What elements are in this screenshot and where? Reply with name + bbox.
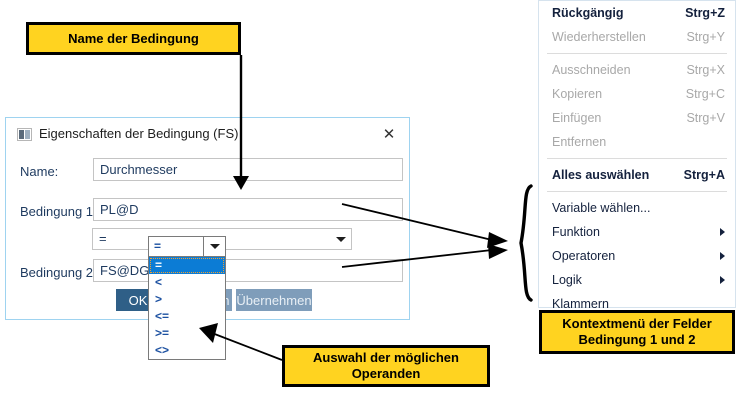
menu-item-label: Ausschneiden [552, 63, 631, 77]
submenu-arrow-icon [720, 276, 725, 284]
menu-item-operatoren[interactable]: Operatoren [539, 244, 735, 268]
menu-item-klammern[interactable]: Klammern [539, 292, 735, 316]
label-bedingung-1: Bedingung 1: [20, 204, 97, 219]
menu-item-label: Entfernen [552, 135, 607, 149]
input-name-value: Durchmesser [100, 162, 178, 177]
menu-item-wiederherstellen[interactable]: Wiederherstellen Strg+Y [539, 25, 735, 49]
list-item[interactable]: <= [155, 309, 170, 323]
input-bedingung-1-value: PL@D [100, 202, 139, 217]
arrowhead-bedingung2 [488, 244, 508, 259]
list-item[interactable]: >= [155, 326, 170, 340]
submenu-arrow-icon [720, 228, 725, 236]
operand-combobox-open[interactable]: = [148, 236, 226, 257]
menu-item-rueckgaengig[interactable]: Rückgängig Strg+Z [539, 1, 735, 25]
menu-item-label: Variable wählen... [552, 201, 651, 215]
operand-combobox-value: = [154, 239, 162, 253]
list-item[interactable]: <> [155, 343, 170, 357]
operator-combobox-value: = [99, 231, 107, 246]
dialog-title: Eigenschaften der Bedingung (FS) [39, 126, 239, 141]
callout-operands-line2: Operanden [351, 366, 421, 381]
menu-item-kopieren[interactable]: Kopieren Strg+C [539, 82, 735, 106]
menu-separator [547, 158, 727, 159]
menu-separator [547, 53, 727, 54]
menu-item-label: Rückgängig [552, 6, 624, 20]
submenu-arrow-icon [720, 252, 725, 260]
menu-item-shortcut: Strg+Y [686, 30, 725, 44]
callout-kontextmenue-felder: Kontextmenü der Felder Bedingung 1 und 2 [539, 310, 735, 354]
menu-item-label: Einfügen [552, 111, 602, 125]
input-bedingung-2-value: FS@DG [100, 263, 150, 278]
menu-item-variable-waehlen[interactable]: Variable wählen... [539, 196, 735, 220]
input-name[interactable]: Durchmesser [93, 158, 403, 181]
chevron-down-icon-small[interactable] [203, 237, 225, 256]
callout-ctxmenu-line2: Bedingung 1 und 2 [578, 332, 696, 347]
close-icon[interactable]: ✕ [382, 126, 396, 143]
menu-item-label: Klammern [552, 297, 609, 311]
chevron-down-icon[interactable] [330, 229, 351, 249]
list-item[interactable]: < [155, 275, 163, 289]
menu-item-shortcut: Strg+V [686, 111, 725, 125]
menu-item-label: Funktion [552, 225, 600, 239]
brace-grouping [519, 184, 533, 302]
menu-item-label: Logik [552, 273, 582, 287]
menu-separator [547, 191, 727, 192]
menu-item-alles-auswaehlen[interactable]: Alles auswählen Strg+A [539, 163, 735, 187]
menu-item-logik[interactable]: Logik [539, 268, 735, 292]
menu-item-shortcut: Strg+A [683, 168, 725, 182]
menu-item-shortcut: Strg+C [685, 87, 725, 101]
context-menu: Rückgängig Strg+Z Wiederherstellen Strg+… [538, 0, 736, 311]
dialog-title-bar: Eigenschaften der Bedingung (FS) ✕ [6, 118, 409, 150]
menu-item-entfernen[interactable]: Entfernen [539, 130, 735, 154]
apply-button[interactable]: Übernehmen [236, 289, 312, 311]
arrowhead-bedingung1 [487, 232, 508, 248]
menu-item-shortcut: Strg+X [686, 63, 725, 77]
menu-item-shortcut: Strg+Z [685, 6, 725, 20]
callout-name-der-bedingung: Name der Bedingung [26, 22, 241, 55]
callout-operands-line1: Auswahl der möglichen [313, 350, 459, 365]
operand-dropdown-list[interactable]: = < > <= >= <> [148, 257, 226, 360]
input-bedingung-2[interactable]: FS@DG [93, 259, 403, 282]
input-bedingung-1[interactable]: PL@D [93, 198, 403, 221]
menu-item-label: Wiederherstellen [552, 30, 646, 44]
label-bedingung-2: Bedingung 2: [20, 265, 97, 280]
menu-item-einfuegen[interactable]: Einfügen Strg+V [539, 106, 735, 130]
callout-ctxmenu-line1: Kontextmenü der Felder [562, 316, 712, 331]
application-icon [17, 128, 32, 141]
callout-auswahl-operanden: Auswahl der möglichen Operanden [282, 345, 490, 387]
list-item[interactable]: = [149, 257, 225, 274]
menu-item-label: Alles auswählen [552, 168, 650, 182]
label-name: Name: [20, 164, 59, 179]
menu-item-ausschneiden[interactable]: Ausschneiden Strg+X [539, 58, 735, 82]
callout-name-label: Name der Bedingung [68, 30, 199, 46]
menu-item-funktion[interactable]: Funktion [539, 220, 735, 244]
list-item[interactable]: > [155, 292, 163, 306]
menu-item-label: Operatoren [552, 249, 616, 263]
menu-item-label: Kopieren [552, 87, 603, 101]
